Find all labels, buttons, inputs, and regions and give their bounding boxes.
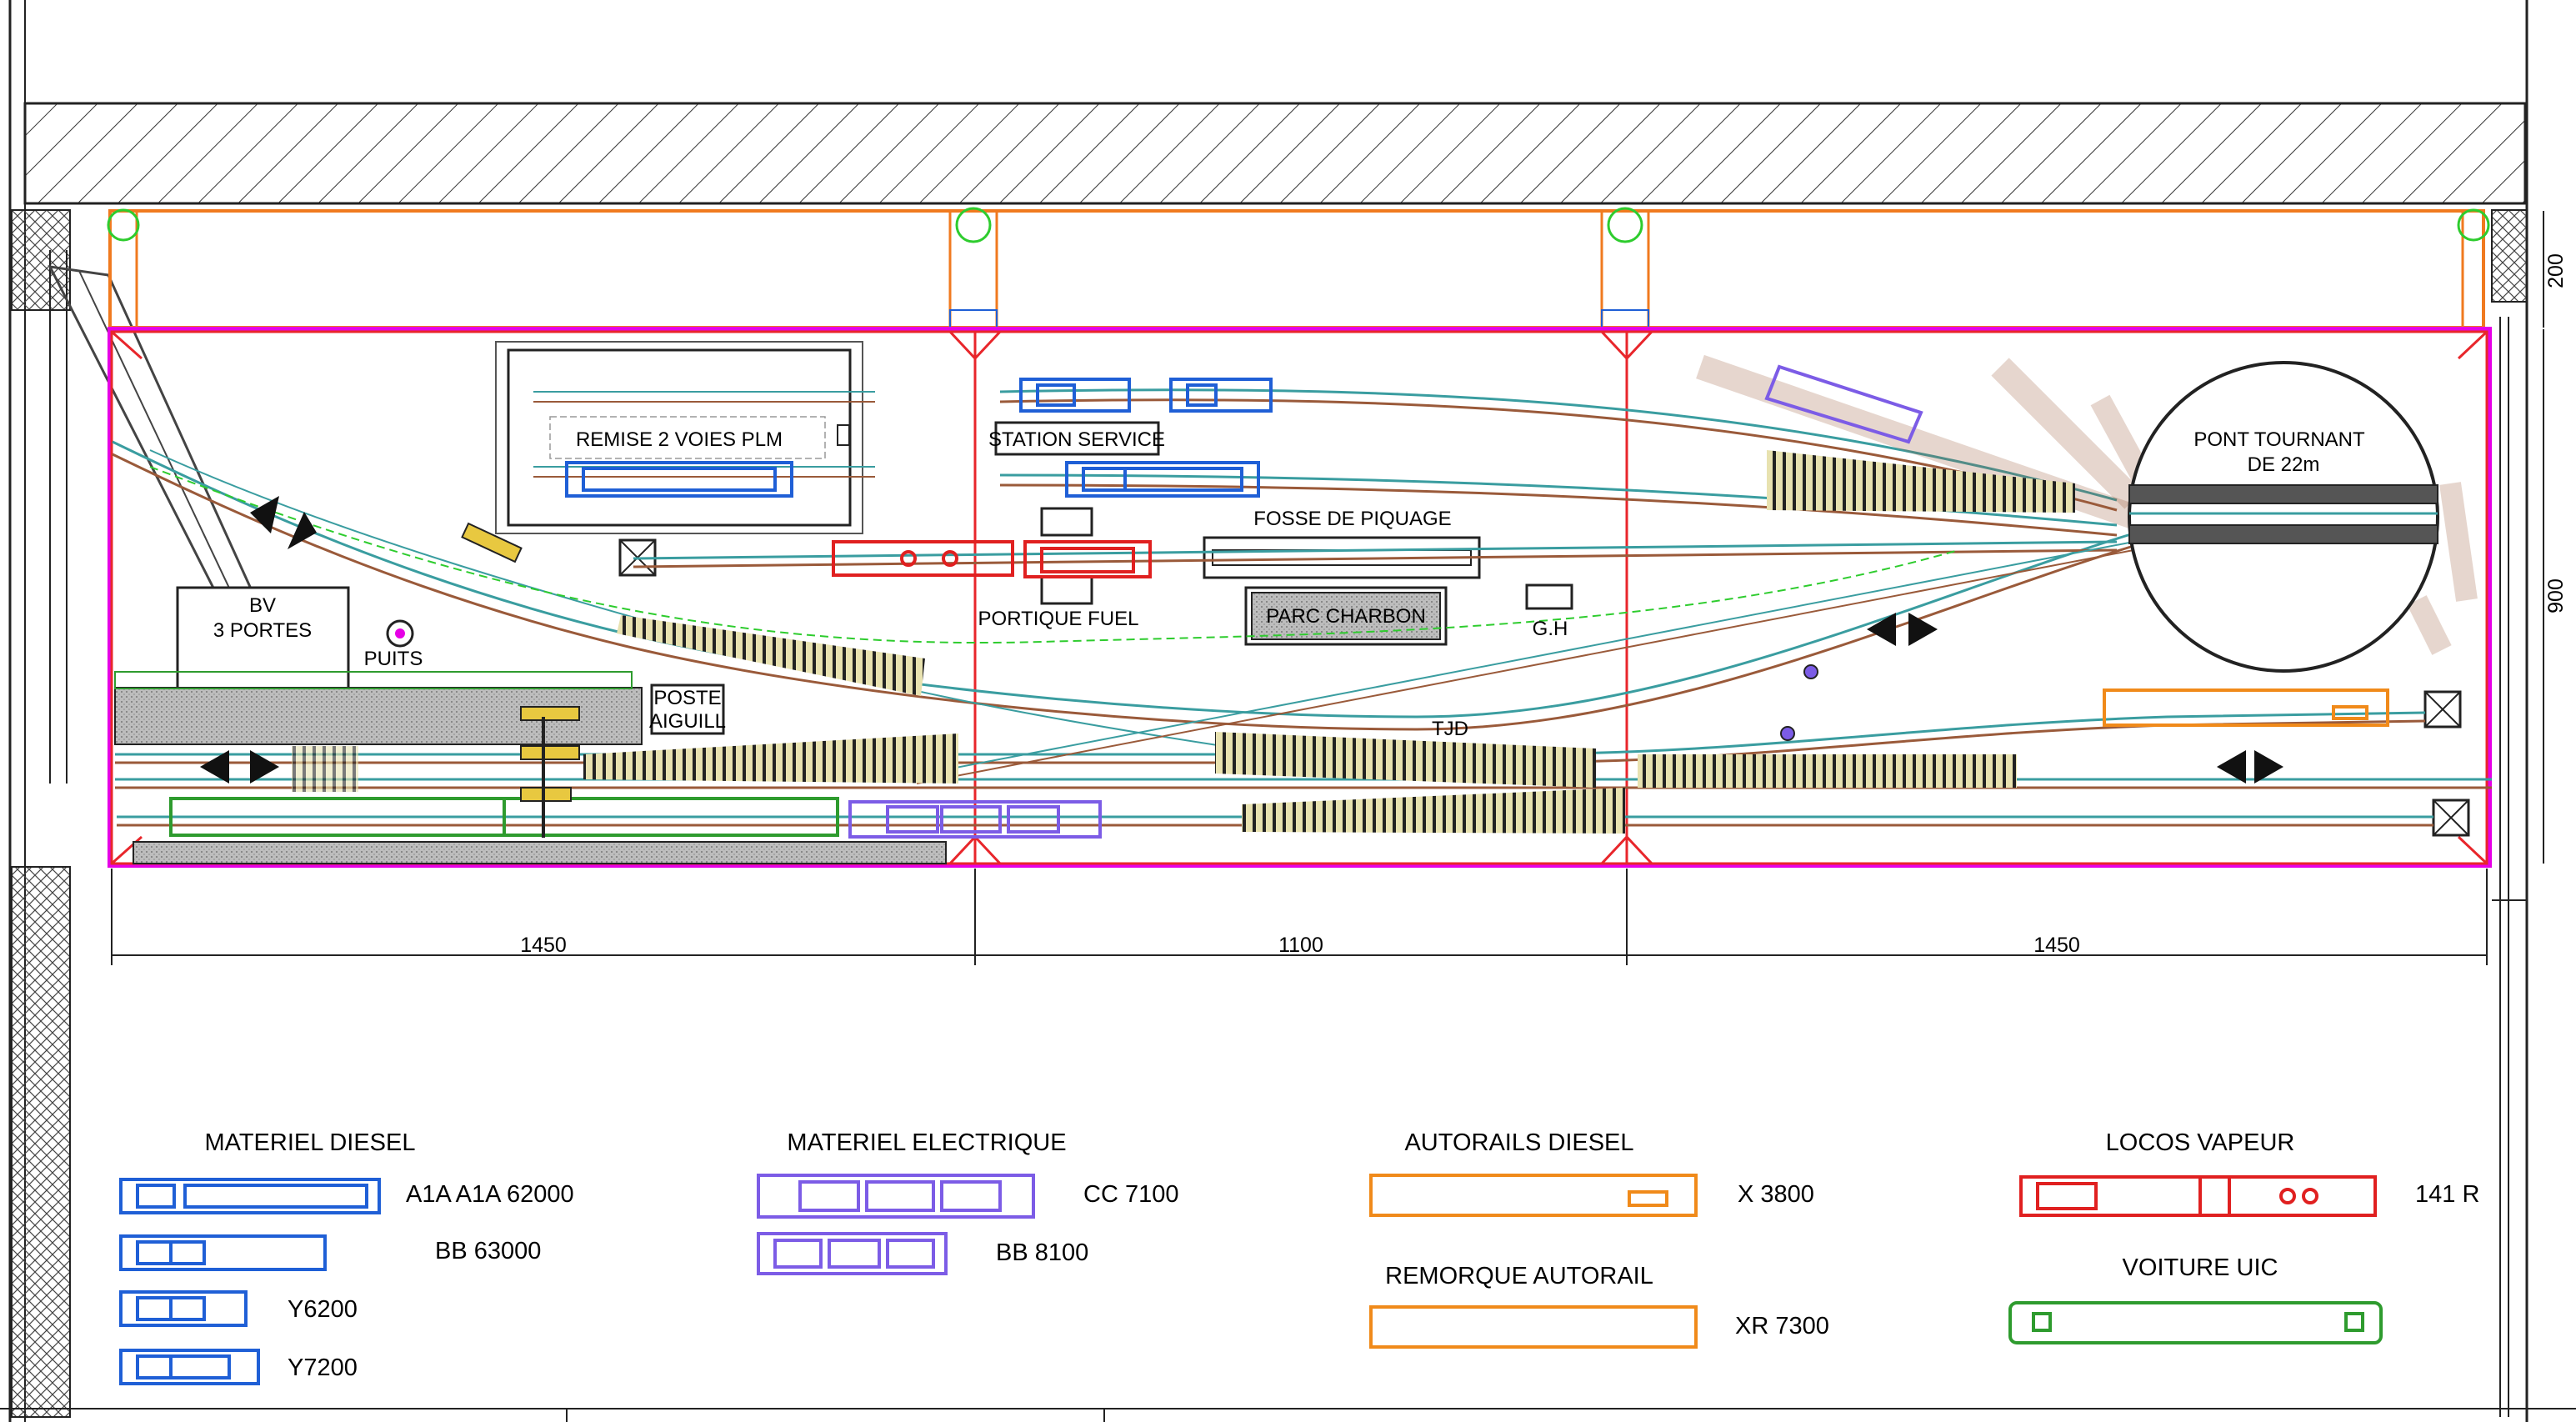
dimension-1450-left: 1450 <box>520 934 567 957</box>
legend-uic-title: VOITURE UIC <box>2123 1254 2278 1281</box>
dimension-lines <box>111 211 2544 965</box>
legend-electric-icons <box>757 1174 1035 1275</box>
label-parc-charbon: PARC CHARBON <box>1266 605 1426 628</box>
legend-steam-icon <box>2019 1175 2377 1217</box>
turntable <box>2128 361 2439 673</box>
poste-aiguillage <box>650 683 725 735</box>
legend-electric-cc7100: CC 7100 <box>1083 1181 1178 1208</box>
wall-hatched <box>23 102 2527 205</box>
legend-uic-icon <box>2008 1301 2383 1344</box>
diesel-loco <box>565 378 1273 498</box>
label-poste: POSTE <box>653 687 721 709</box>
label-pont-tournant: PONT TOURNANT <box>2193 428 2365 451</box>
station-service-sign <box>994 421 1160 456</box>
legend: MATERIEL DIESEL A1A A1A 62000 BB 63000 Y… <box>119 1129 2479 1385</box>
left-wall-section <box>11 866 71 1418</box>
turnouts <box>292 450 2075 834</box>
legend-diesel-title: MATERIEL DIESEL <box>204 1129 415 1156</box>
legend-diesel-63000: BB 63000 <box>435 1238 541 1264</box>
portique-fuel <box>1040 575 1093 605</box>
legend-vapeur-title: LOCOS VAPEUR <box>2106 1129 2295 1156</box>
legend-diesel-icons <box>119 1178 381 1385</box>
direction-arrows <box>200 496 2283 784</box>
legend-diesel-y7200: Y7200 <box>288 1354 358 1381</box>
dimension-900: 900 <box>2544 578 2568 613</box>
legend-diesel-62000: A1A A1A 62000 <box>406 1181 574 1208</box>
legend-autorails-title: AUTORAILS DIESEL <box>1404 1129 1633 1156</box>
module-frames <box>107 207 2492 868</box>
autorail <box>2103 688 2389 727</box>
legend-remorque-title: REMORQUE AUTORAIL <box>1385 1263 1653 1289</box>
baseboard-outline <box>108 327 2492 868</box>
label-gh: G.H <box>1533 618 1568 640</box>
label-bv: BV <box>249 594 276 617</box>
label-puits: PUITS <box>364 648 423 670</box>
gh-object <box>1525 583 1573 610</box>
legend-remorque-xr7300: XR 7300 <box>1735 1313 1829 1339</box>
legend-diesel-y6200: Y6200 <box>288 1296 358 1323</box>
legend-electrique-title: MATERIEL ELECTRIQUE <box>787 1129 1066 1156</box>
label-pont-22m: DE 22m <box>2248 453 2320 476</box>
legend-vapeur-141r: 141 R <box>2415 1181 2479 1208</box>
label-portique: PORTIQUE FUEL <box>978 608 1139 630</box>
module-3 <box>1625 330 2488 865</box>
dimension-1100: 1100 <box>1278 934 1323 957</box>
label-tjd: TJD <box>1432 718 1468 740</box>
label-station-service: STATION SERVICE <box>988 428 1165 451</box>
signals <box>461 522 1818 838</box>
electric-loco <box>848 364 1923 839</box>
rolling-stock <box>169 364 2389 839</box>
label-aiguill: AIGUILL <box>649 710 726 733</box>
dimension-1450-right: 1450 <box>2033 934 2080 957</box>
dimension-200: 200 <box>2544 253 2568 288</box>
label-bv-portes: 3 PORTES <box>213 619 312 642</box>
label-fosse: FOSSE DE PIQUAGE <box>1253 508 1451 530</box>
lower-platform <box>133 841 947 864</box>
voiture-uic <box>169 797 839 837</box>
bv-building <box>176 586 350 703</box>
legend-autorail-x3800: X 3800 <box>1738 1181 1814 1208</box>
legend-electric-bb8100: BB 8100 <box>996 1239 1088 1266</box>
legend-autorail-icon <box>1369 1174 1698 1349</box>
plan-labels: REMISE 2 VOIES PLM STATION SERVICE FOSSE… <box>213 428 2365 740</box>
label-remise: REMISE 2 VOIES PLM <box>576 428 783 451</box>
steam-loco <box>832 540 1152 578</box>
remise-building <box>495 341 863 534</box>
puits-well <box>386 619 414 648</box>
